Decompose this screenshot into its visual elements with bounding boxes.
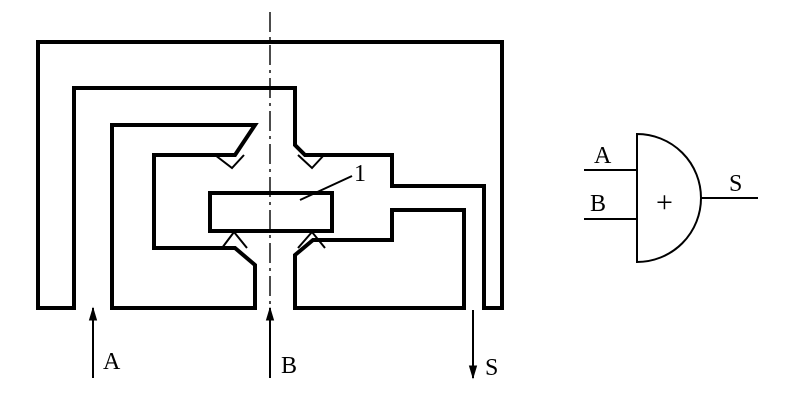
right-inner-block bbox=[293, 208, 466, 310]
left-inner-block bbox=[110, 123, 259, 310]
part-number-1: 1 bbox=[354, 161, 366, 187]
symbol-label-s: S bbox=[729, 171, 742, 197]
outer-housing bbox=[36, 40, 504, 310]
or-logic-symbol: + A B S bbox=[584, 132, 758, 264]
label-s: S bbox=[485, 355, 498, 381]
lower-left-nozzle bbox=[221, 230, 248, 249]
symbol-label-b: B bbox=[590, 191, 606, 217]
symbol-label-a: A bbox=[594, 143, 612, 169]
label-b: B bbox=[281, 353, 297, 379]
label-a: A bbox=[103, 349, 121, 375]
symbol-operator: + bbox=[656, 186, 673, 219]
upper-right-nozzle bbox=[297, 154, 325, 170]
symbol-body bbox=[636, 132, 702, 264]
upper-left-nozzle bbox=[214, 154, 245, 170]
part-leader-line bbox=[299, 175, 353, 201]
valve-element-1 bbox=[208, 191, 334, 233]
